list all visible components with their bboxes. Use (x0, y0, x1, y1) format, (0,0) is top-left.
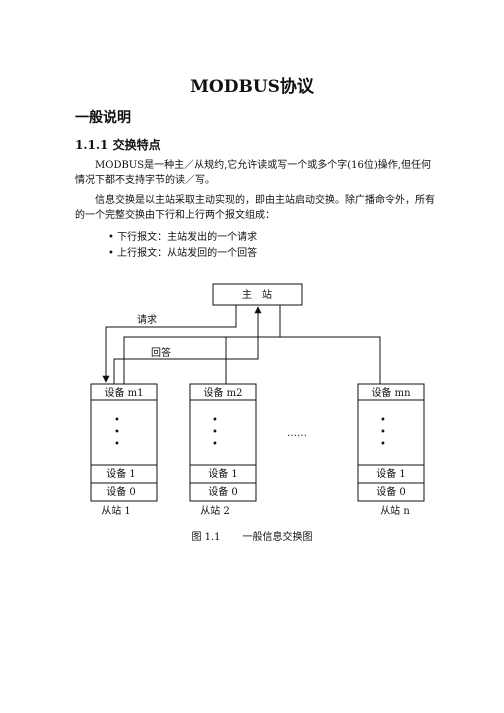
figure-caption: 图 1.1 一般信息交换图 (0, 528, 504, 543)
station-2-dot: • (212, 415, 218, 426)
bus-line-station-1 (123, 305, 281, 384)
station-n-box (357, 383, 425, 502)
subsection-heading: 1.1.1 交换特点 (75, 138, 161, 152)
station-2-dot: • (212, 427, 218, 438)
bus-line-station-n (280, 336, 381, 384)
station-1-device-0: 设备 0 (106, 485, 136, 498)
station-1-dot: • (114, 439, 120, 450)
station-n-dot: • (380, 427, 386, 438)
slave-station-n: 设备 mn • • • 设备 1 设备 0 从站 n (357, 383, 425, 517)
slave-station-1: 设备 m1 • • • 设备 1 设备 0 从站 1 (90, 383, 158, 517)
station-2-device-top: 设备 m2 (203, 386, 242, 399)
station-n-dot: • (380, 415, 386, 426)
station-2-dot: • (212, 439, 218, 450)
station-n-label: 从站 n (380, 504, 410, 517)
paragraph-2: 信息交换是以主站采取主动实现的，即由主站启动交换。除广播命令外，所有的一个完整交… (75, 193, 435, 223)
station-2-box (189, 383, 257, 502)
paragraph-1-text: MODBUS是一种主／从规约,它允许读或写一个或多个字(16位)操作,但任何情况… (75, 160, 431, 186)
paragraph-1: MODBUS是一种主／从规约,它允许读或写一个或多个字(16位)操作,但任何情况… (75, 158, 435, 188)
station-2-device-1: 设备 1 (208, 467, 238, 480)
station-n-device-1: 设备 1 (376, 467, 406, 480)
station-1-dot: • (114, 415, 120, 426)
master-station-label: 主 站 (242, 288, 272, 301)
station-2-device-0: 设备 0 (208, 485, 238, 498)
section-heading: 一般说明 (75, 110, 131, 126)
station-1-device-1: 设备 1 (106, 467, 136, 480)
station-2-label: 从站 2 (200, 504, 230, 517)
paragraph-2-text: 信息交换是以主站采取主动实现的，即由主站启动交换。除广播命令外，所有的一个完整交… (75, 195, 435, 221)
figure-caption-text: 一般信息交换图 (242, 532, 313, 543)
page-title: MODBUS协议 (190, 77, 314, 97)
station-n-device-top: 设备 mn (371, 386, 411, 399)
slave-station-2: 设备 m2 • • • 设备 1 设备 0 从站 2 (189, 383, 257, 517)
more-stations-ellipsis: …… (287, 428, 307, 439)
request-label: 请求 (137, 313, 157, 326)
station-1-dot: • (114, 427, 120, 438)
bullet-uplink: • 上行报文：从站发回的一个回答 (108, 248, 258, 259)
request-line (102, 305, 237, 383)
station-1-device-top: 设备 m1 (104, 386, 143, 399)
station-n-device-0: 设备 0 (376, 485, 406, 498)
station-n-dot: • (380, 439, 386, 450)
bullet-downlink: • 下行报文：主站发出的一个请求 (108, 232, 258, 243)
master-station-box (212, 283, 303, 306)
station-1-label: 从站 1 (101, 504, 131, 517)
station-1-box (90, 383, 158, 502)
answer-line (113, 306, 262, 384)
answer-label: 回答 (151, 346, 171, 359)
figure-caption-number: 图 1.1 (191, 532, 221, 543)
